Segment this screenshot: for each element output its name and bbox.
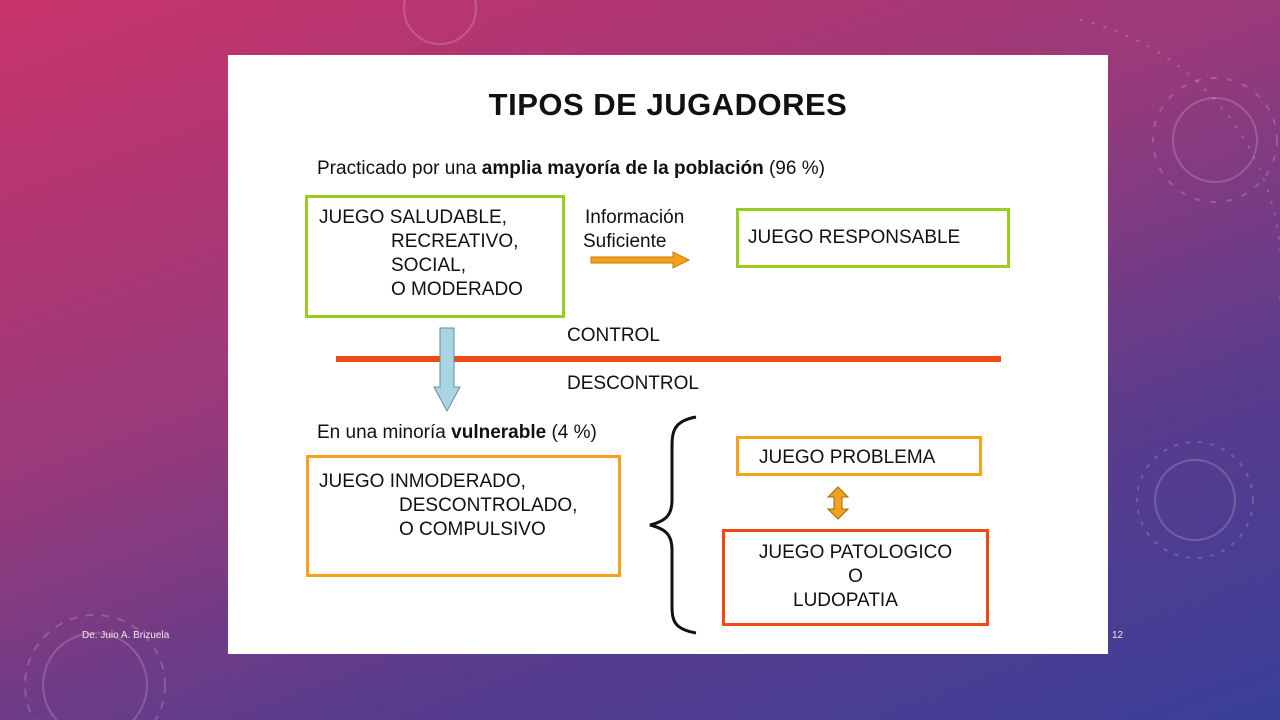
double-arrow-icon: [826, 486, 850, 520]
problem-gambling-box: JUEGO PROBLEMA: [736, 436, 982, 476]
immoderate-gambling-box: JUEGO INMODERADO, DESCONTROLADO, O COMPU…: [306, 455, 621, 577]
majority-line: Practicado por una amplia mayoría de la …: [317, 158, 825, 179]
pathological-gambling-box: JUEGO PATOLOGICO O LUDOPATIA: [722, 529, 989, 626]
down-arrow-icon: [433, 327, 461, 413]
right-arrow-icon: [590, 251, 691, 269]
descontrol-label: DESCONTROL: [567, 373, 699, 394]
footer-author: De. Juio A. Brizuela: [82, 630, 170, 641]
control-label: CONTROL: [567, 325, 660, 346]
slide-title: TIPOS DE JUGADORES: [488, 87, 848, 122]
minority-line: En una minoría vulnerable (4 %): [317, 422, 597, 443]
slide-content: TIPOS DE JUGADORES Practicado por una am…: [228, 55, 1108, 654]
curly-brace-icon: [649, 415, 697, 635]
footer-page-number: 12: [1112, 630, 1124, 641]
sufficient-information-label: Información Suficiente: [583, 207, 685, 252]
diagram-shapes: [336, 251, 1001, 635]
healthy-gambling-box: JUEGO SALUDABLE, RECREATIVO, SOCIAL, O M…: [305, 195, 565, 318]
responsible-gambling-box: JUEGO RESPONSABLE: [736, 208, 1010, 268]
